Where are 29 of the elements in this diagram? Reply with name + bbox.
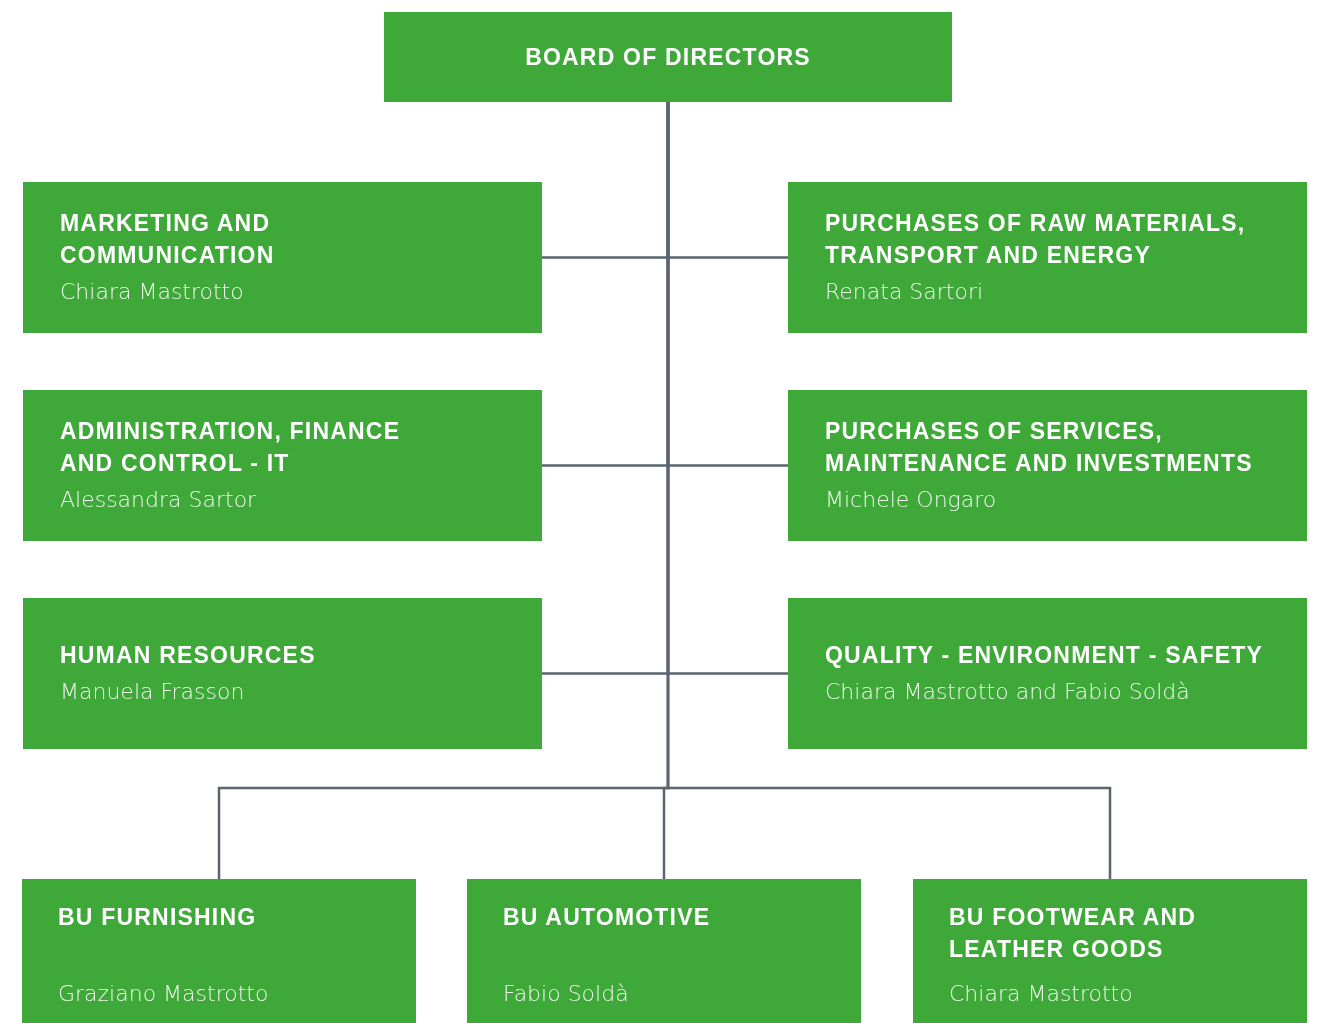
manager-name: Fabio Soldà (503, 980, 629, 1008)
manager-name: Chiara Mastrotto (60, 277, 244, 306)
unit-title: BU FURNISHING (58, 903, 257, 932)
unit-title: MARKETING AND COMMUNICATION (60, 208, 276, 270)
manager-name: Chiara Mastrotto and Fabio Soldà (825, 677, 1190, 706)
org-unit-box (384, 12, 952, 102)
org-unit-box (22, 879, 416, 1023)
org-unit-box (23, 598, 542, 749)
org-unit-box (23, 182, 542, 333)
manager-name: Manuela Frasson (60, 677, 245, 706)
manager-name: Michele Ongaro (825, 485, 997, 514)
unit-title: BU AUTOMOTIVE (503, 903, 711, 932)
org-unit-box (788, 182, 1307, 333)
unit-title: PURCHASES OF RAW MATERIALS, TRANSPORT AND ENERGY (825, 208, 1247, 270)
org-unit-box (23, 390, 542, 541)
unit-title: BOARD OF DIRECTORS (525, 43, 811, 72)
manager-name: Alessandra Sartor (60, 485, 257, 514)
manager-name: Chiara Mastrotto (949, 980, 1133, 1008)
manager-name: Graziano Mastrotto (58, 980, 269, 1008)
org-unit-box (788, 598, 1307, 749)
org-unit-box (913, 879, 1307, 1023)
org-unit-box (788, 390, 1307, 541)
unit-title: ADMINISTRATION, FINANCE AND CONTROL - IT (60, 416, 402, 478)
org-unit-box (467, 879, 861, 1023)
unit-title: HUMAN RESOURCES (60, 640, 316, 670)
unit-title: QUALITY - ENVIRONMENT - SAFETY (825, 640, 1264, 670)
manager-name: Renata Sartori (825, 277, 984, 306)
unit-title: BU FOOTWEAR AND LEATHER GOODS (949, 903, 1198, 964)
unit-title: PURCHASES OF SERVICES, MAINTENANCE AND INVESTMENTS (825, 416, 1254, 478)
